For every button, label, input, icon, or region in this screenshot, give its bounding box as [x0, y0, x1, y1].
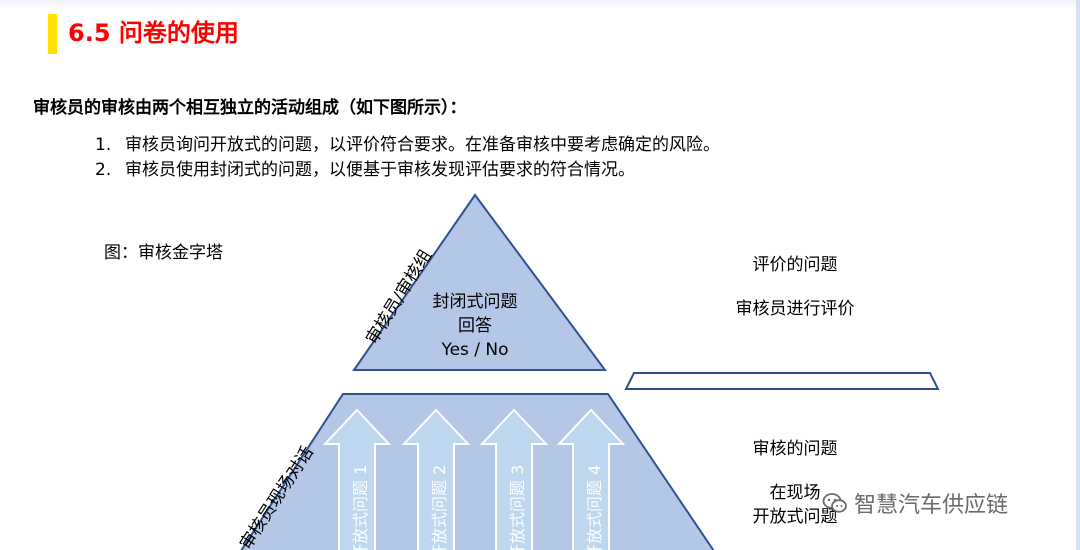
up-arrow-2: [401, 408, 471, 550]
wechat-icon: [822, 493, 847, 513]
auditor-evaluates-label: 审核员进行评价: [735, 299, 855, 319]
step-text: 审核员使用封闭式的问题，以便基于审核发现评估要求的符合情况。: [125, 160, 635, 180]
title-accent-bar: [48, 14, 57, 54]
arrows-group: [322, 408, 626, 550]
answer-line: 回答: [458, 316, 492, 336]
closed-question-text: 封闭式问题 回答 Yes / No: [400, 290, 550, 362]
figure-caption: 图：审核金字塔: [104, 243, 223, 263]
step-text: 审核员询问开放式的问题，以评价符合要求。在准备审核中要考虑确定的风险。: [125, 135, 720, 155]
open-question-label: 开放式问题: [752, 507, 838, 527]
up-arrow-1: [322, 408, 392, 550]
evaluation-question-label: 评价的问题: [752, 255, 838, 275]
step-number: 2.: [95, 160, 112, 180]
right-edge-border: [1076, 0, 1080, 550]
pyramid-base-trapezoid: [240, 393, 715, 550]
arrow-label-2: 开放式问题 2: [430, 464, 449, 550]
arrow-label-4: 开放式问题 4: [585, 464, 604, 550]
audit-question-label: 审核的问题: [752, 439, 838, 459]
arrow-label-3: 开放式问题 3: [508, 464, 527, 550]
watermark-text: 智慧汽车供应链: [854, 493, 1009, 518]
list-item: 1. 审核员询问开放式的问题，以评价符合要求。在准备审核中要考虑确定的风险。: [95, 133, 720, 158]
arrow-label-1: 开放式问题 1: [351, 464, 370, 550]
step-number: 1.: [95, 135, 112, 155]
watermark: 智慧汽车供应链: [822, 486, 1008, 520]
list-item: 2. 审核员使用封闭式的问题，以便基于审核发现评估要求的符合情况。: [95, 158, 720, 183]
divider-band: [624, 372, 940, 390]
closed-question-line: 封闭式问题: [432, 292, 518, 312]
yes-no-line: Yes / No: [441, 340, 509, 360]
top-rule: [0, 0, 1080, 8]
onsite-label: 在现场: [769, 483, 821, 503]
intro-text: 审核员的审核由两个相互独立的活动组成（如下图所示）：: [33, 98, 467, 118]
up-arrow-4: [556, 408, 626, 550]
pyramid-top-triangle: [352, 193, 607, 371]
up-arrow-3: [479, 408, 549, 550]
steps-list: 1. 审核员询问开放式的问题，以评价符合要求。在准备审核中要考虑确定的风险。 2.…: [95, 133, 720, 183]
slide-title: 6.5 问卷的使用: [68, 19, 239, 47]
